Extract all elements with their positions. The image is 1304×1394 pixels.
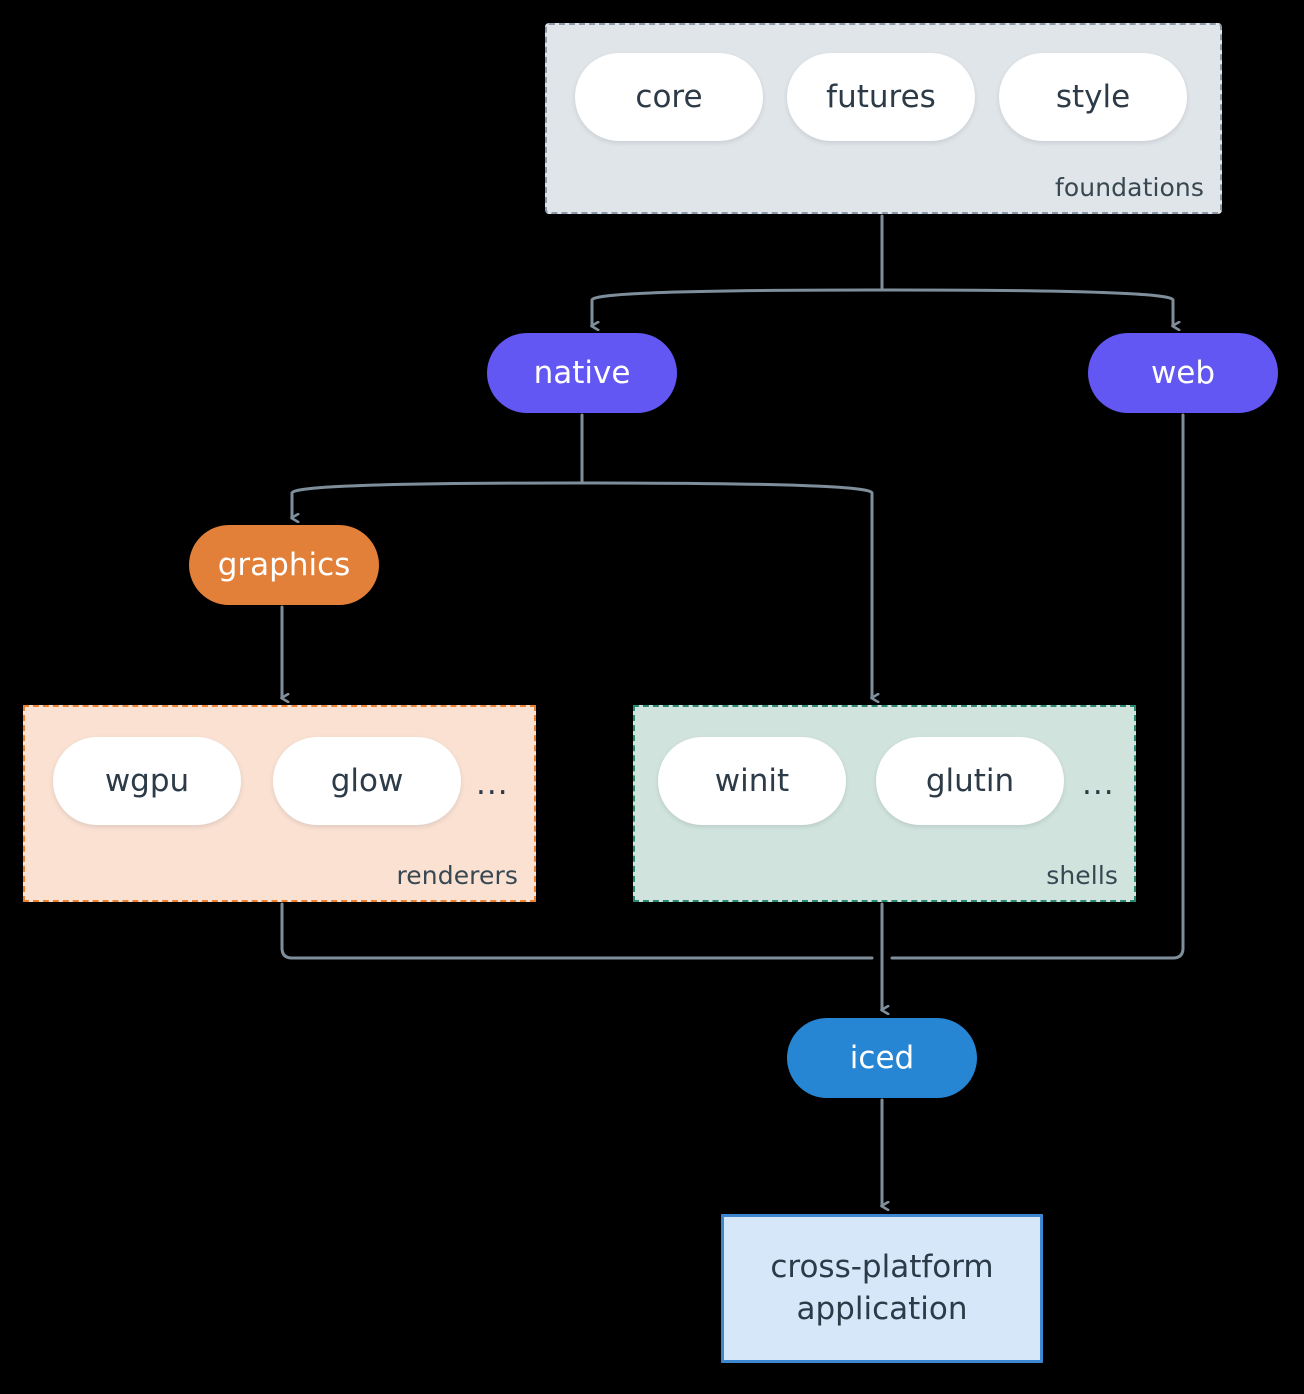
cluster-foundations: core futures style foundations xyxy=(545,23,1222,214)
edge-renderers-iced xyxy=(280,902,874,960)
node-cross-platform-application[interactable]: cross-platform application xyxy=(721,1214,1043,1363)
node-web[interactable]: web xyxy=(1088,333,1278,413)
chip-futures[interactable]: futures xyxy=(787,53,975,141)
chip-style[interactable]: style xyxy=(999,53,1187,141)
edge-native-shells xyxy=(580,481,872,698)
cluster-label-shells: shells xyxy=(1046,861,1118,890)
edge-foundations-native xyxy=(592,288,884,326)
cluster-shells: winit glutin ... shells xyxy=(633,705,1136,902)
ellipsis-shells: ... xyxy=(1082,766,1115,802)
chip-glutin[interactable]: glutin xyxy=(876,737,1064,825)
chip-core[interactable]: core xyxy=(575,53,763,141)
node-iced[interactable]: iced xyxy=(787,1018,977,1098)
chip-glow[interactable]: glow xyxy=(273,737,461,825)
chip-wgpu[interactable]: wgpu xyxy=(53,737,241,825)
app-label-line1: cross-platform xyxy=(770,1248,994,1285)
cluster-label-renderers: renderers xyxy=(396,861,518,890)
edge-foundations-web xyxy=(880,288,1173,326)
cluster-label-foundations: foundations xyxy=(1055,173,1204,202)
node-native[interactable]: native xyxy=(487,333,677,413)
ellipsis-renderers: ... xyxy=(476,766,509,802)
app-label-line2: application xyxy=(796,1290,968,1327)
node-graphics[interactable]: graphics xyxy=(189,525,379,605)
edge-native-graphics xyxy=(292,481,584,518)
chip-winit[interactable]: winit xyxy=(658,737,846,825)
cluster-renderers: wgpu glow ... renderers xyxy=(23,705,536,902)
